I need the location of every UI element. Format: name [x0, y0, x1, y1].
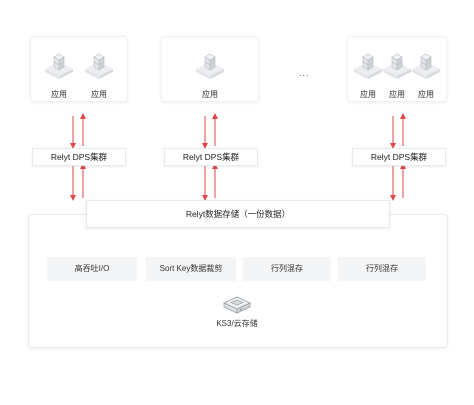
app-node: 应用 [383, 52, 411, 102]
app-label: 应用 [418, 90, 434, 99]
storage-title-bar: Relyt数据存储（一份数据） [86, 200, 390, 228]
app-label: 应用 [360, 90, 376, 99]
feature-high-throughput-io: 高吞吐I/O [47, 257, 137, 281]
app-node: 应用 [85, 52, 113, 102]
app-group-card-2: 应用 [161, 36, 259, 102]
app-cube-icon [412, 53, 440, 79]
ks3-label: KS3/云存储 [216, 319, 258, 328]
cluster-box-3: Relyt DPS集群 [352, 148, 446, 166]
app-cube-icon [196, 53, 224, 79]
disk-storage-icon [223, 296, 251, 314]
storage-container [28, 214, 448, 348]
app-cube-icon [45, 53, 73, 79]
app-cube-icon [85, 53, 113, 79]
app-label: 应用 [51, 90, 67, 99]
app-cube-icon [354, 53, 382, 79]
feature-hybrid-row-column-2: 行列混存 [338, 257, 426, 281]
app-cube-icon [383, 53, 411, 79]
app-node: 应用 [412, 52, 440, 102]
cluster-box-1: Relyt DPS集群 [32, 148, 126, 166]
app-label: 应用 [389, 90, 405, 99]
app-node: 应用 [196, 52, 224, 102]
cluster-box-2: Relyt DPS集群 [164, 148, 258, 166]
feature-hybrid-row-column-1: 行列混存 [243, 257, 331, 281]
app-node: 应用 [45, 52, 73, 102]
app-group-card-3: 应用 应用 应用 [347, 36, 447, 102]
ellipsis: ... [299, 68, 310, 78]
app-label: 应用 [91, 90, 107, 99]
app-group-card-1: 应用 应用 [30, 36, 128, 102]
feature-sort-key-pruning: Sort Key数据裁剪 [146, 257, 236, 281]
app-label: 应用 [202, 90, 218, 99]
app-node: 应用 [354, 52, 382, 102]
